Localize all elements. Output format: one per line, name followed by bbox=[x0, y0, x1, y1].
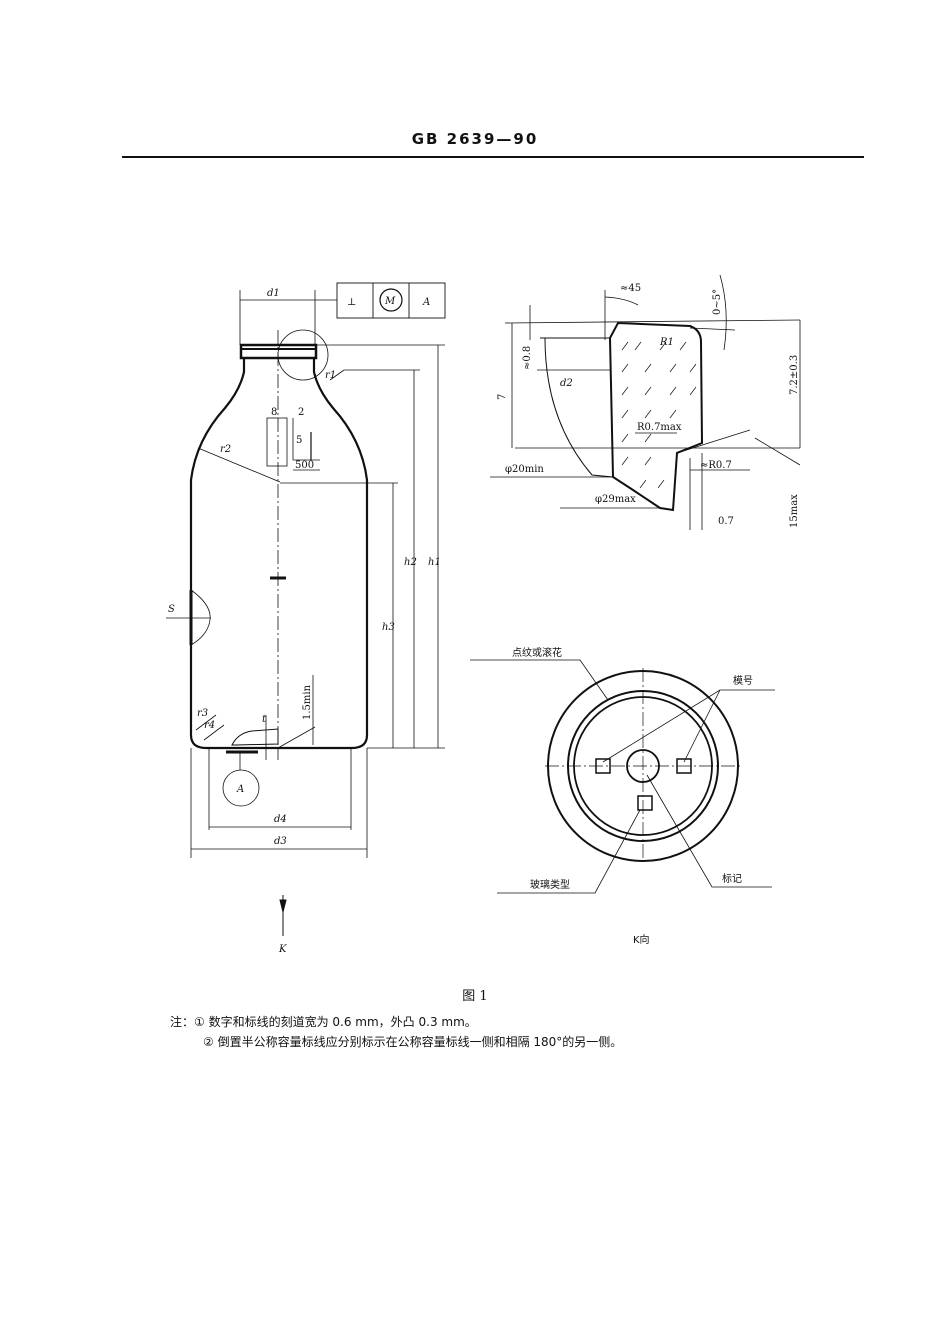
label-glass-type: 玻璃类型 bbox=[530, 878, 570, 891]
finish-detail bbox=[490, 274, 801, 530]
frame-m: M bbox=[384, 296, 396, 307]
label-angle-0-5: 0~5° bbox=[712, 289, 723, 315]
label-mold-number: 模号 bbox=[733, 675, 753, 687]
label-mark: 标记 bbox=[722, 873, 742, 885]
label-5: 5 bbox=[296, 435, 302, 446]
k-view-labels: 点纹或滚花 模号 玻璃类型 标记 K向 bbox=[512, 646, 753, 946]
label-phi20: φ20min bbox=[505, 464, 544, 475]
label-7: 7 bbox=[497, 394, 508, 400]
label-h3: h3 bbox=[382, 622, 395, 633]
detail-circle bbox=[277, 329, 329, 381]
label-r2: r2 bbox=[220, 444, 231, 455]
label-d4: d4 bbox=[274, 814, 287, 825]
bottle-outline bbox=[189, 358, 369, 750]
header-rule bbox=[122, 156, 864, 158]
label-h1: h1 bbox=[428, 557, 441, 568]
label-r1: r1 bbox=[325, 370, 336, 381]
label-detail-0-7: 0.7 bbox=[718, 516, 734, 527]
bottle-labels: d1 ⊥ M A r1 r2 8 2 5 500 h1 h2 h3 S r3 r… bbox=[168, 288, 441, 955]
label-k: K bbox=[278, 944, 287, 955]
label-1-5min: 1.5min bbox=[302, 684, 313, 720]
tolerance-frame bbox=[336, 282, 446, 319]
label-s: S bbox=[168, 604, 175, 615]
note-2: ② 倒置半公称容量标线应分别标示在公称容量标线一侧和相隔 180°的另一侧。 bbox=[203, 1035, 623, 1049]
finish-profile bbox=[608, 321, 704, 512]
bottle-side-view bbox=[166, 282, 446, 936]
note-1: 注：① 数字和标线的刻道宽为 0.6 mm，外凸 0.3 mm。 bbox=[170, 1012, 622, 1032]
datum-a-circle bbox=[222, 769, 260, 807]
notes: 注：① 数字和标线的刻道宽为 0.6 mm，外凸 0.3 mm。 ② 倒置半公称… bbox=[170, 1012, 622, 1052]
label-h2: h2 bbox=[404, 557, 417, 568]
label-7-2: 7.2±0.3 bbox=[789, 355, 800, 395]
label-2: 2 bbox=[298, 407, 304, 418]
label-detail-d2: d2 bbox=[560, 378, 573, 389]
frame-a: A bbox=[422, 297, 430, 308]
label-0-8: ≈0.8 bbox=[522, 346, 533, 370]
label-r0-7: ≈R0.7 bbox=[700, 460, 732, 471]
standard-header: GB 2639—90 bbox=[411, 130, 539, 148]
label-t: t bbox=[262, 714, 267, 725]
label-500: 500 bbox=[295, 460, 314, 471]
notes-prefix: 注： bbox=[170, 1015, 195, 1029]
label-r4: r4 bbox=[204, 720, 215, 731]
label-8: 8 bbox=[271, 407, 277, 418]
label-datum-a: A bbox=[236, 784, 244, 795]
frame-perpendicular: ⊥ bbox=[347, 297, 356, 308]
label-r3: r3 bbox=[197, 708, 208, 719]
finish-detail-labels: ≈45 0~5° R1 ≈0.8 7 d2 R0.7max ≈R0.7 φ20m… bbox=[497, 283, 800, 528]
label-angle-45: ≈45 bbox=[620, 283, 641, 294]
label-phi29: φ29max bbox=[595, 494, 636, 505]
figure-caption: 图 1 bbox=[462, 989, 488, 1004]
label-d1: d1 bbox=[267, 288, 280, 299]
k-view bbox=[470, 659, 775, 894]
note-1-text: ① 数字和标线的刻道宽为 0.6 mm，外凸 0.3 mm。 bbox=[194, 1015, 477, 1029]
label-r0-7max: R0.7max bbox=[637, 422, 682, 433]
label-15max: 15max bbox=[789, 494, 800, 528]
label-d3: d3 bbox=[274, 836, 287, 847]
label-detail-r1: R1 bbox=[659, 337, 674, 348]
k-view-caption: K向 bbox=[633, 933, 650, 946]
glass-hatching bbox=[621, 341, 697, 489]
label-knurl: 点纹或滚花 bbox=[512, 646, 562, 659]
